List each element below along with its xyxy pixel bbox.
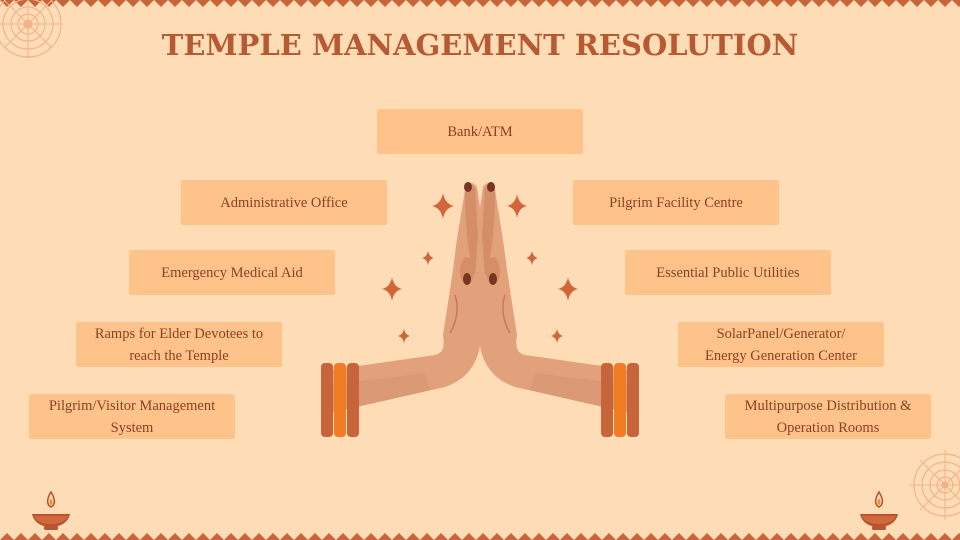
sparkle-icon <box>526 250 538 266</box>
mandala-icon <box>910 450 960 520</box>
diya-lamp-icon <box>860 490 898 530</box>
box-label-line1: Ramps for Elder Devotees to <box>94 325 264 342</box>
sparkle-icon <box>398 328 410 344</box>
box-label: Emergency Medical Aid <box>161 264 303 281</box>
box-administrative-office: Administrative Office <box>181 180 387 225</box>
sparkle-icon <box>551 328 563 344</box>
box-label-line1: SolarPanel/Generator/ <box>716 325 846 342</box>
box-ramps-elder-devotees: Ramps for Elder Devotees to reach the Te… <box>76 322 282 367</box>
box-visitor-management: Pilgrim/Visitor Management System <box>29 394 235 439</box>
box-emergency-medical-aid: Emergency Medical Aid <box>129 250 335 295</box>
box-label-line1: Pilgrim/Visitor Management <box>48 397 216 414</box>
sparkle-icon <box>382 277 402 301</box>
box-label: Administrative Office <box>220 194 348 211</box>
bottom-zigzag-border <box>0 532 960 540</box>
box-multipurpose-distribution: Multipurpose Distribution & Operation Ro… <box>725 394 931 439</box>
box-label-line2: Energy Generation Center <box>705 347 857 364</box>
box-label: Bank/ATM <box>447 123 513 140</box>
page-title: TEMPLE MANAGEMENT RESOLUTION <box>161 28 799 62</box>
sparkle-icon <box>558 277 578 301</box>
mandala-icon <box>0 0 62 58</box>
sparkle-icon <box>422 250 434 266</box>
praying-hands-icon <box>321 182 639 437</box>
box-label-line2: Operation Rooms <box>776 419 880 436</box>
box-solar-generator: SolarPanel/Generator/ Energy Generation … <box>678 322 884 367</box>
box-label-line1: Multipurpose Distribution & <box>744 397 912 414</box>
box-essential-public-utilities: Essential Public Utilities <box>625 250 831 295</box>
sparkle-icon <box>432 193 454 219</box>
box-label: Essential Public Utilities <box>656 264 800 281</box>
top-zigzag-border <box>0 0 960 8</box>
sparkle-icon <box>507 194 527 218</box>
box-label-line2: System <box>110 419 154 436</box>
box-label-line2: reach the Temple <box>129 347 229 364</box>
box-pilgrim-facility-centre: Pilgrim Facility Centre <box>573 180 779 225</box>
diya-lamp-icon <box>32 490 70 530</box>
box-bank-atm: Bank/ATM <box>377 109 583 154</box>
box-label: Pilgrim Facility Centre <box>609 194 743 211</box>
